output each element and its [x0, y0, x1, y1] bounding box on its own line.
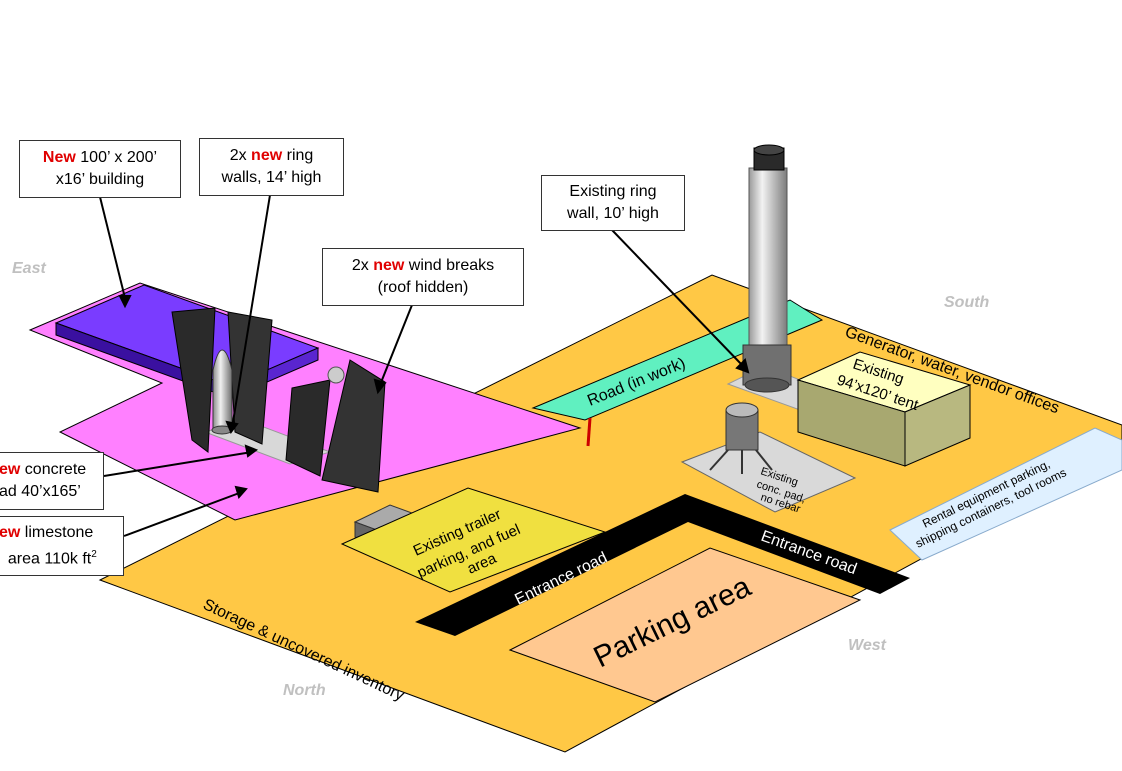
- ring-wall-right: [227, 311, 273, 445]
- callout-ring-line1: ring: [282, 147, 314, 164]
- callout-concrete-line2: ad 40’x165’: [0, 483, 81, 500]
- highlight-new: New: [42, 149, 76, 166]
- callout-wind-line1: wind breaks: [404, 257, 495, 274]
- compass-east: East: [12, 260, 46, 277]
- callout-limestone: ew limestone area 110k ft2: [0, 516, 124, 576]
- callout-existing-ring: Existing ring wall, 10’ high: [541, 175, 685, 231]
- wind-break-right: [321, 359, 386, 493]
- highlight-new: new: [251, 147, 283, 164]
- parking-area: [508, 547, 862, 703]
- rental-area: [889, 427, 1122, 561]
- callout-existing-ring-line2: wall, 10’ high: [567, 205, 659, 222]
- callout-limestone-line2: area 110k ft: [7, 550, 92, 568]
- ring-wall-left: [171, 307, 216, 453]
- tent-side: [904, 384, 971, 467]
- callout-limestone-sup: 2: [91, 548, 97, 560]
- leader-arrows: [99, 194, 750, 537]
- highlight-new: new: [373, 257, 405, 274]
- tower-body: [748, 167, 788, 349]
- wind-break-left: [285, 379, 331, 477]
- compass-south: South: [944, 294, 990, 311]
- callout-wind-prefix: 2x: [351, 257, 374, 274]
- highlight-new: ew: [0, 523, 21, 541]
- callout-ring-walls: 2x new ring walls, 14’ high: [199, 138, 344, 196]
- callout-existing-ring-line1: Existing ring: [569, 183, 657, 200]
- callout-wind-line2: (roof hidden): [377, 279, 469, 296]
- callout-limestone-line1: limestone: [20, 523, 94, 541]
- callout-building-line2: x16’ building: [55, 171, 145, 188]
- callout-wind-breaks: 2x new wind breaks (roof hidden): [322, 248, 524, 306]
- compass-west: West: [848, 637, 887, 654]
- callout-ring-line2: walls, 14’ high: [221, 169, 322, 186]
- callout-ring-prefix: 2x: [229, 147, 252, 164]
- callout-new-building: New 100’ x 200’ x16’ building: [19, 140, 181, 198]
- callout-building-line1: 100’ x 200’: [75, 149, 158, 166]
- callout-concrete-line1: concrete: [20, 461, 87, 478]
- callout-concrete-pad: ew concrete ad 40’x165’: [0, 452, 104, 510]
- highlight-new: ew: [0, 461, 21, 478]
- capsule: [212, 349, 233, 431]
- entrance-road: [415, 494, 910, 636]
- compass-north: North: [283, 682, 326, 699]
- small-dome: [327, 366, 345, 384]
